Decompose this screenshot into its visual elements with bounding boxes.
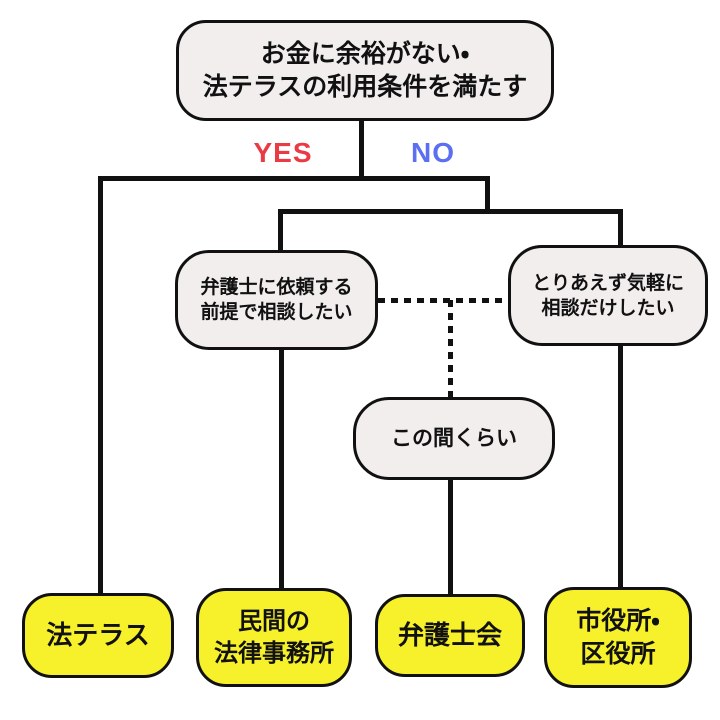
outcome-private-office-line1: 民間の xyxy=(238,607,310,635)
outcome-box-bar-association: 弁護士会 xyxy=(375,594,525,677)
connector-to-mid-right xyxy=(618,209,623,248)
outcome-city-office-line1: 市役所・ xyxy=(576,606,660,635)
connector-midleft-to-private-office xyxy=(279,350,284,590)
outcome-box-houterasu: 法テラス xyxy=(22,593,174,678)
connector-split-bar xyxy=(98,176,490,181)
no-branch-label: NO xyxy=(411,137,455,168)
intent-casual-consult-box: とりあえず気軽に 相談だけしたい xyxy=(508,245,708,346)
root-condition-line2: 法テラスの利用条件を満たす xyxy=(202,72,528,101)
connector-to-mid-left xyxy=(278,209,283,253)
intent-hire-lawyer-box: 弁護士に依頼する 前提で相談したい xyxy=(175,250,378,350)
dotted-to-between-box xyxy=(448,300,453,397)
outcome-city-office-line2: 区役所 xyxy=(580,639,656,668)
between-box: この間くらい xyxy=(353,397,555,480)
outcome-bar-association-label: 弁護士会 xyxy=(397,619,502,650)
intent-hire-lawyer-line2: 前提で相談したい xyxy=(200,302,353,323)
root-condition-line1: お金に余裕がない・ xyxy=(260,39,470,68)
connector-no-split-bar xyxy=(278,209,623,214)
outcome-box-private-law-office: 民間の 法律事務所 xyxy=(196,588,352,687)
outcome-houterasu-label: 法テラス xyxy=(46,619,150,650)
connector-midright-to-city-office xyxy=(618,346,623,589)
connector-between-to-bar-association xyxy=(448,480,453,597)
root-condition-box: お金に余裕がない・ 法テラスの利用条件を満たす xyxy=(176,20,554,121)
connector-yes-to-houterasu xyxy=(98,176,103,596)
connector-no-drop xyxy=(485,176,490,214)
intent-casual-consult-line1: とりあえず気軽に xyxy=(531,272,684,294)
connector-root-to-split xyxy=(359,119,364,179)
dotted-spectrum-line xyxy=(378,298,508,303)
yes-branch-label: YES xyxy=(253,137,313,168)
between-box-label: この間くらい xyxy=(391,426,517,450)
outcome-box-city-ward-office: 市役所・ 区役所 xyxy=(544,587,692,688)
outcome-private-office-line2: 法律事務所 xyxy=(214,639,334,667)
intent-casual-consult-line2: 相談だけしたい xyxy=(541,297,675,319)
intent-hire-lawyer-line1: 弁護士に依頼する xyxy=(200,277,353,298)
